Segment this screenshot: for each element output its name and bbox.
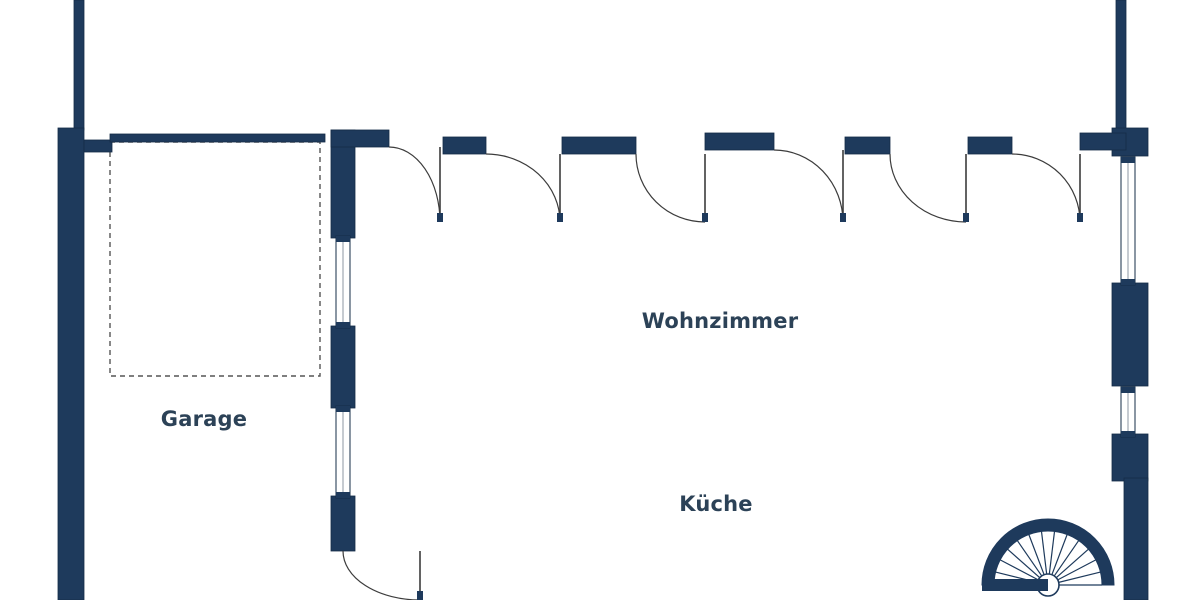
window-middle-wall-lower-jamb-end [336, 492, 350, 498]
interior-wall-middle-bottom [330, 495, 356, 552]
top-wall-seg-6 [967, 136, 1013, 155]
door-4-stop [840, 213, 846, 222]
door-1-stop [437, 213, 443, 222]
spiral-staircase-group [981, 518, 1115, 597]
top-wall-seg-1 [330, 129, 390, 148]
top-wall-seg-5 [844, 136, 891, 155]
exterior-wall-right-pier-low [1111, 433, 1149, 482]
windows-group [335, 156, 1136, 499]
garage-parking-outline-group [109, 141, 321, 377]
window-right-wall-lower-jamb-end [1121, 431, 1135, 437]
door-garage-bottom-stop [417, 591, 423, 600]
door-swings-group [342, 146, 1083, 600]
spiral-staircase-tread-4 [1007, 548, 1041, 579]
exterior-wall-right-pier-mid [1111, 282, 1149, 387]
window-middle-wall-upper-jamb-start [336, 236, 350, 242]
exterior-wall-right-lower [1123, 477, 1149, 600]
door-5-swing-arc [889, 153, 967, 223]
door-3-stop [702, 213, 708, 222]
top-wall-segments-group [330, 129, 1127, 155]
exterior-wall-right-thin [1115, 0, 1127, 131]
spiral-staircase-tread-9 [1051, 534, 1068, 575]
top-wall-seg-2 [442, 136, 487, 155]
spiral-staircase-tread-8 [1048, 531, 1056, 575]
spiral-staircase-outer-ring [981, 518, 1115, 586]
spiral-staircase-landing [982, 579, 1048, 591]
window-right-wall-upper-jamb-start [1121, 157, 1135, 163]
window-middle-wall-upper-jamb-end [336, 322, 350, 328]
spiral-staircase-tread-12 [1057, 559, 1097, 581]
top-wall-seg-3 [561, 136, 637, 155]
room-label-wohnzimmer: Wohnzimmer [641, 309, 799, 333]
exterior-wall-left [57, 127, 85, 600]
top-wall-seg-7 [1079, 132, 1127, 151]
garage-header-beam [109, 133, 326, 143]
door-5-stop [963, 213, 969, 222]
window-right-wall-upper-jamb-end [1121, 279, 1135, 285]
door-6-stop [1077, 213, 1083, 222]
door-1-swing-arc [388, 146, 441, 223]
interior-wall-middle-mid [330, 325, 356, 409]
spiral-staircase-tread-5 [1016, 540, 1043, 577]
exterior-wall-top-left-stub [83, 139, 113, 153]
room-label-garage: Garage [160, 407, 248, 431]
spiral-staircase-tread-13 [1058, 571, 1101, 583]
exterior-wall-left-upper-thin [73, 0, 85, 131]
window-right-wall-lower-jamb-start [1121, 387, 1135, 393]
room-label-kueche: Küche [679, 492, 753, 516]
door-4-swing-arc [773, 149, 844, 223]
garage-parking-outline [109, 141, 321, 377]
door-2-swing-arc [485, 153, 561, 223]
window-middle-wall-lower-jamb-start [336, 406, 350, 412]
top-wall-seg-4 [704, 132, 775, 151]
spiral-staircase-tread-10 [1053, 540, 1080, 577]
spiral-staircase-tread-7 [1040, 531, 1048, 575]
door-6-swing-arc [1011, 153, 1081, 223]
door-2-stop [557, 213, 563, 222]
walls-group [57, 0, 1149, 600]
spiral-staircase-tread-6 [1028, 534, 1045, 575]
door-3-swing-arc [635, 153, 706, 223]
interior-wall-middle-top [330, 129, 356, 239]
spiral-staircase-tread-3 [999, 559, 1039, 581]
spiral-staircase-tread-11 [1055, 548, 1089, 579]
door-garage-bottom-swing-arc [342, 550, 421, 600]
